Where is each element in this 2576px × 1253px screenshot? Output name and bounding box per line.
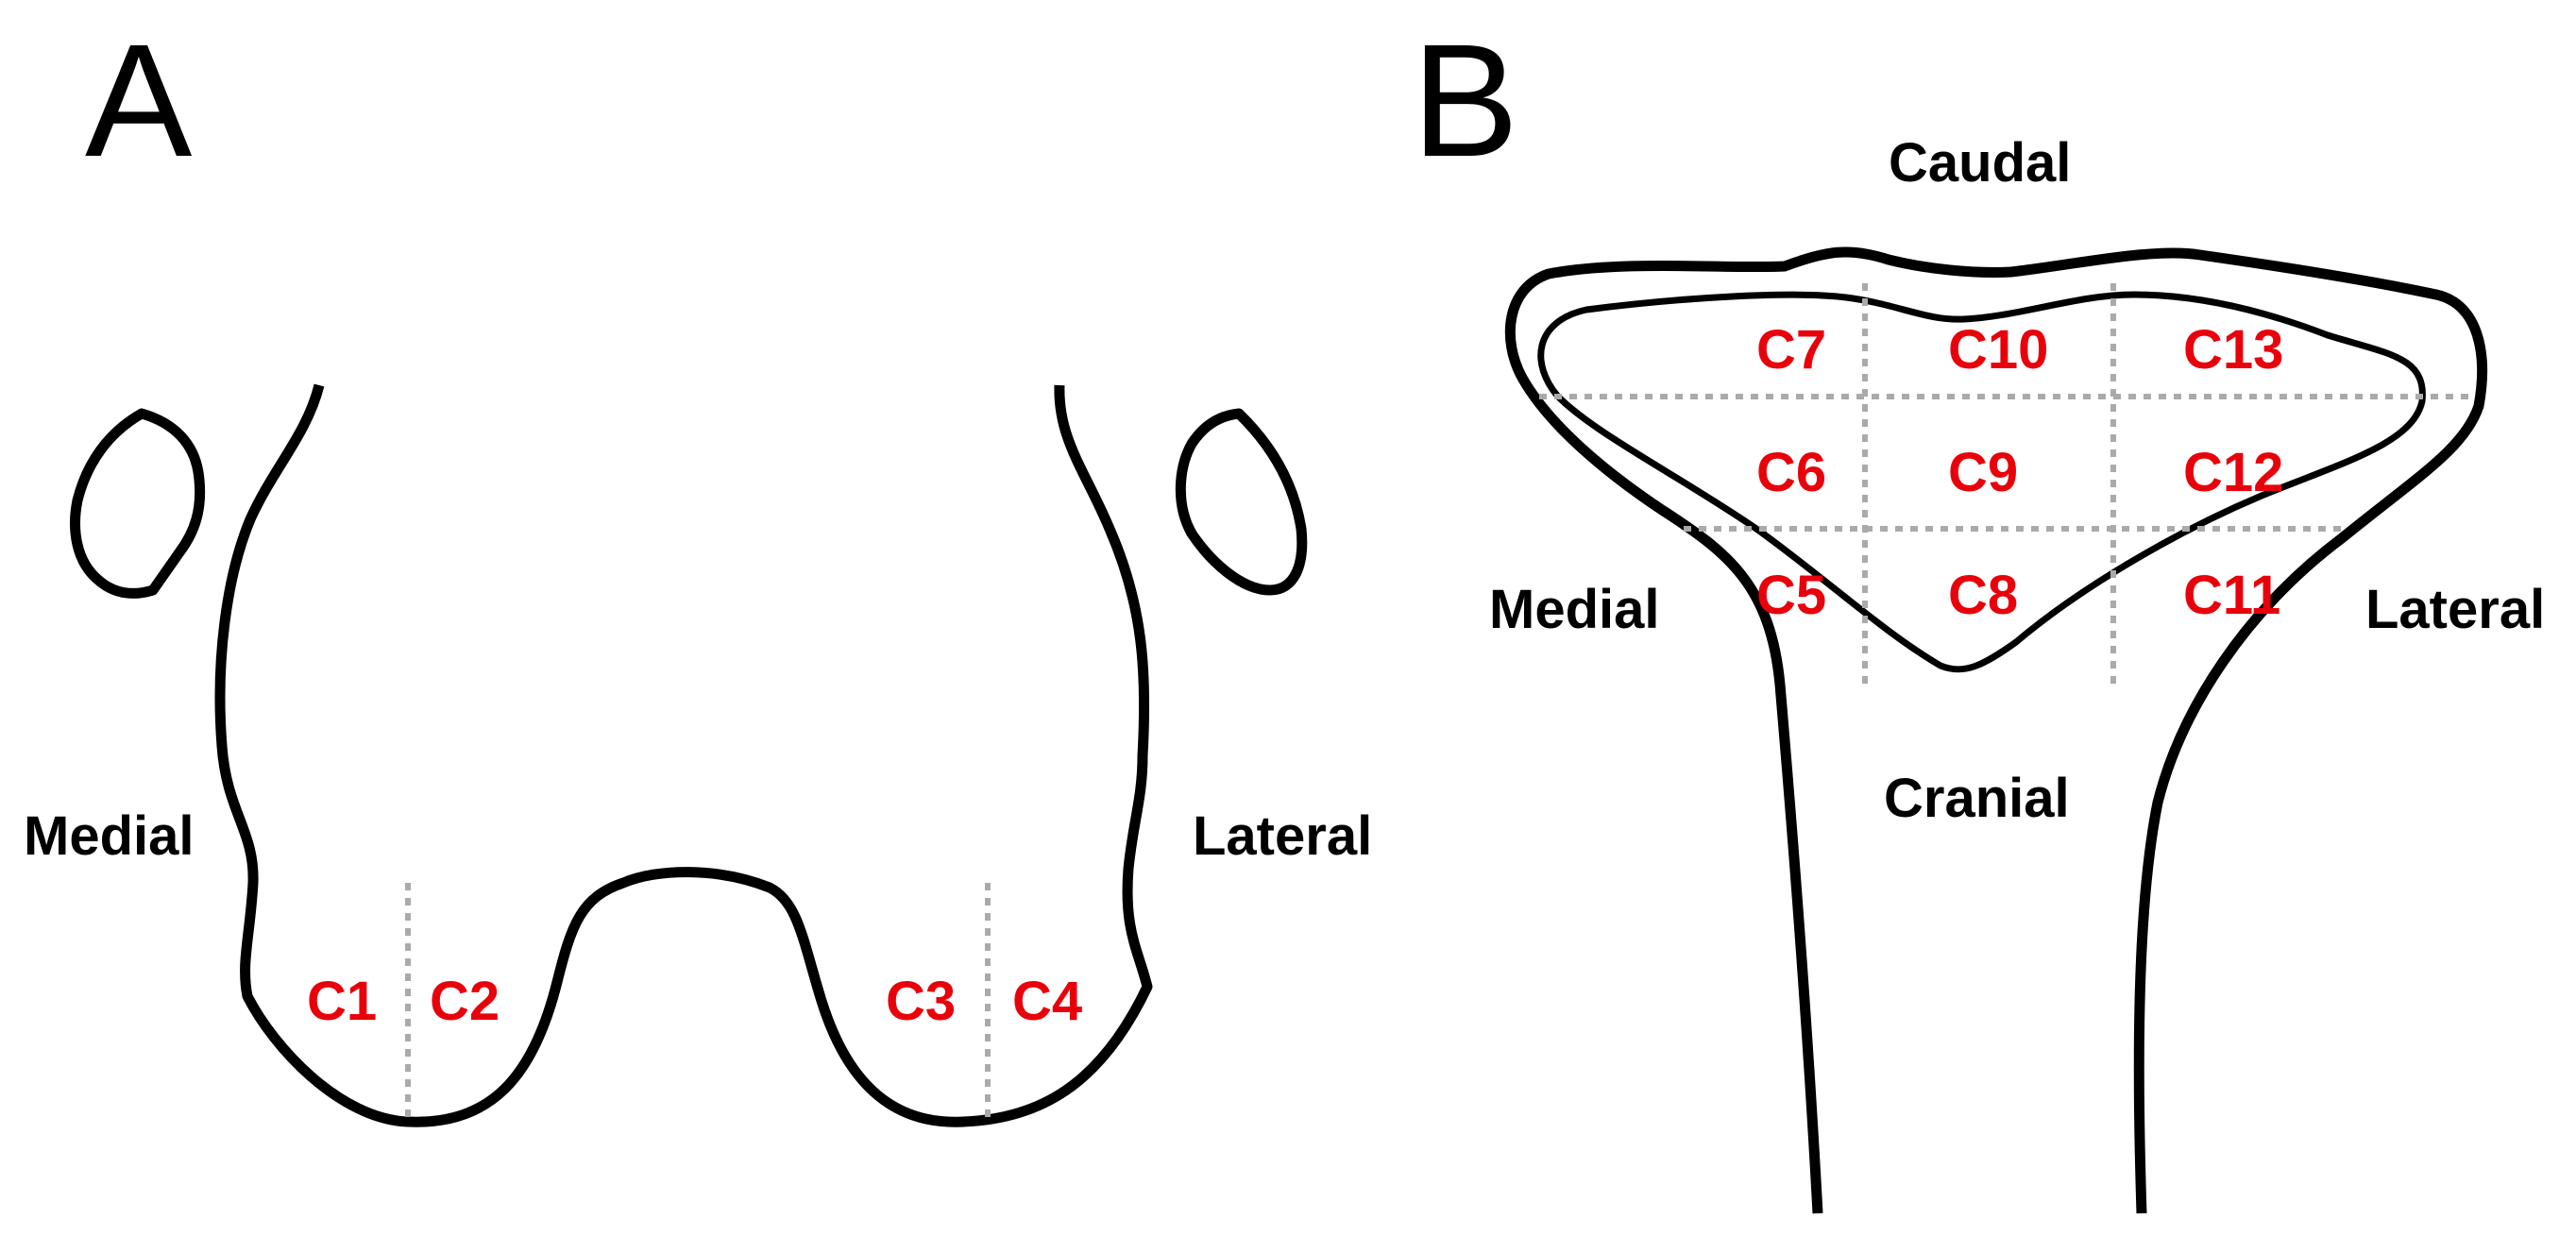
region-c8: C8	[1948, 565, 2018, 626]
panel-b-cranial-label: Cranial	[1884, 768, 2070, 829]
panel-b: B Caudal Cranial Medial Lateral C5 C6 C7…	[1412, 11, 2545, 1214]
region-c5: C5	[1756, 565, 1826, 626]
left-sesamoid-outline	[70, 408, 206, 599]
region-c13: C13	[2183, 319, 2283, 381]
region-c2: C2	[430, 971, 500, 1032]
region-c7: C7	[1756, 319, 1826, 381]
panel-a-lateral-label: Lateral	[1193, 805, 1372, 867]
tibia-outer-outline	[1504, 246, 2488, 1214]
region-c11: C11	[2183, 565, 2280, 626]
panel-a-letter: A	[85, 11, 193, 191]
panel-a-medial-label: Medial	[24, 805, 195, 867]
panel-b-caudal-label: Caudal	[1889, 132, 2071, 194]
region-c9: C9	[1948, 442, 2018, 503]
region-c6: C6	[1756, 442, 1826, 503]
region-c10: C10	[1948, 319, 2048, 381]
femoral-condyle-outline	[214, 383, 1153, 1127]
region-c3: C3	[886, 971, 956, 1032]
panel-b-letter: B	[1412, 11, 1518, 191]
region-c1: C1	[307, 971, 377, 1032]
right-sesamoid-outline	[1175, 408, 1308, 596]
region-c12: C12	[2183, 442, 2283, 503]
panel-b-medial-label: Medial	[1489, 579, 1660, 640]
region-c4: C4	[1012, 971, 1082, 1032]
panel-a: A Medial Lateral C1 C2 C3 C4	[24, 11, 1372, 1127]
tibia-articular-surface-outline	[1537, 291, 2426, 673]
panel-b-lateral-label: Lateral	[2365, 579, 2545, 640]
